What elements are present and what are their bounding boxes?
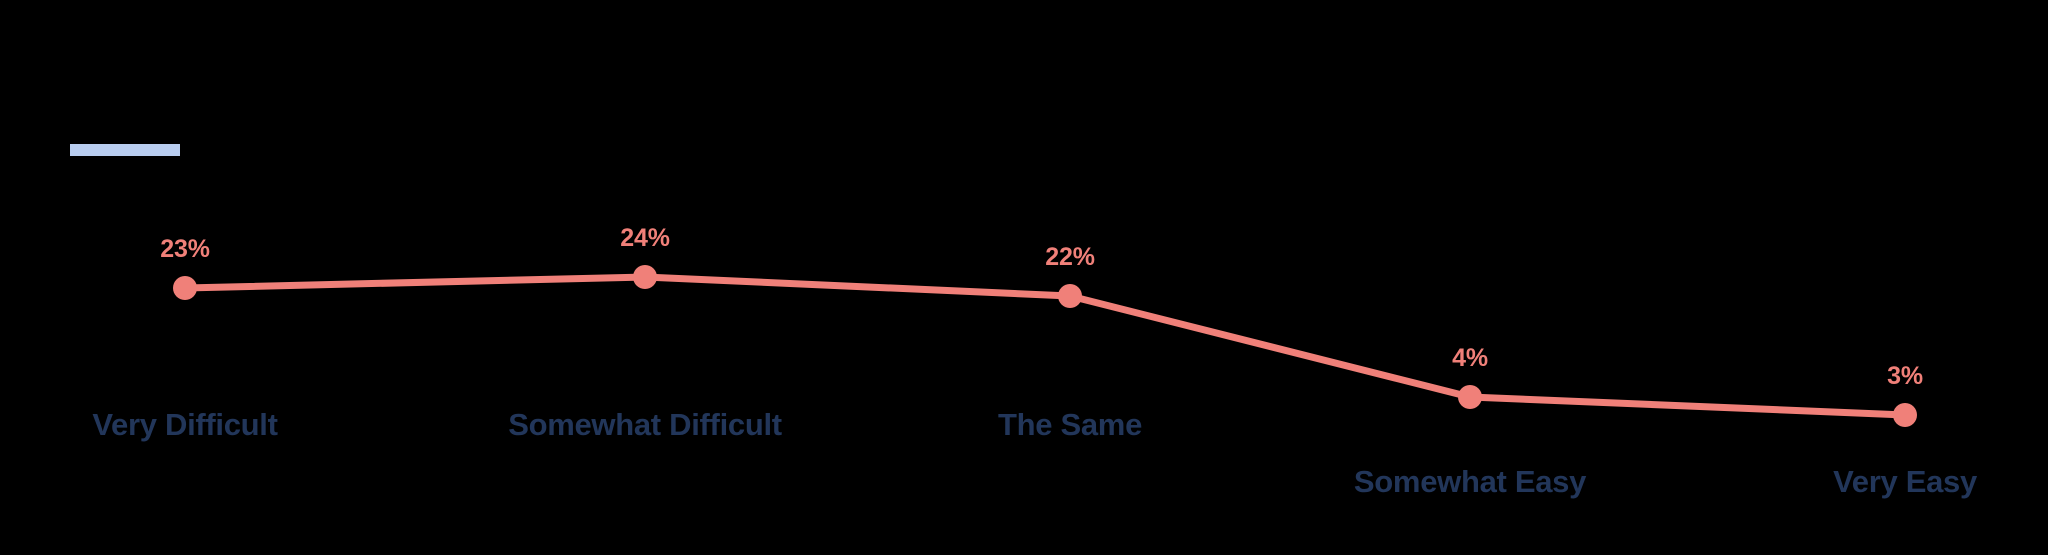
- value-label: 24%: [620, 224, 670, 252]
- data-point-marker[interactable]: [1893, 403, 1917, 427]
- data-point-marker[interactable]: [1458, 385, 1482, 409]
- data-point-marker[interactable]: [1058, 284, 1082, 308]
- series-line: [181, 273, 1909, 419]
- value-label: 23%: [160, 235, 210, 263]
- value-label: 22%: [1045, 243, 1095, 271]
- value-label: 4%: [1452, 344, 1488, 372]
- category-label-the-same: The Same: [997, 407, 1143, 442]
- value-label: 3%: [1887, 362, 1923, 390]
- category-label-very-difficult: Very Difficult: [92, 407, 278, 442]
- data-point-markers: [173, 265, 1917, 427]
- data-point-marker[interactable]: [173, 276, 197, 300]
- category-label-somewhat-easy: Somewhat Easy: [1353, 464, 1587, 499]
- accent-rule: [70, 144, 180, 156]
- data-point-marker[interactable]: [633, 265, 657, 289]
- category-label-very-easy: Very Easy: [1833, 464, 1977, 499]
- category-label-somewhat-difficult: Somewhat Difficult: [508, 407, 782, 442]
